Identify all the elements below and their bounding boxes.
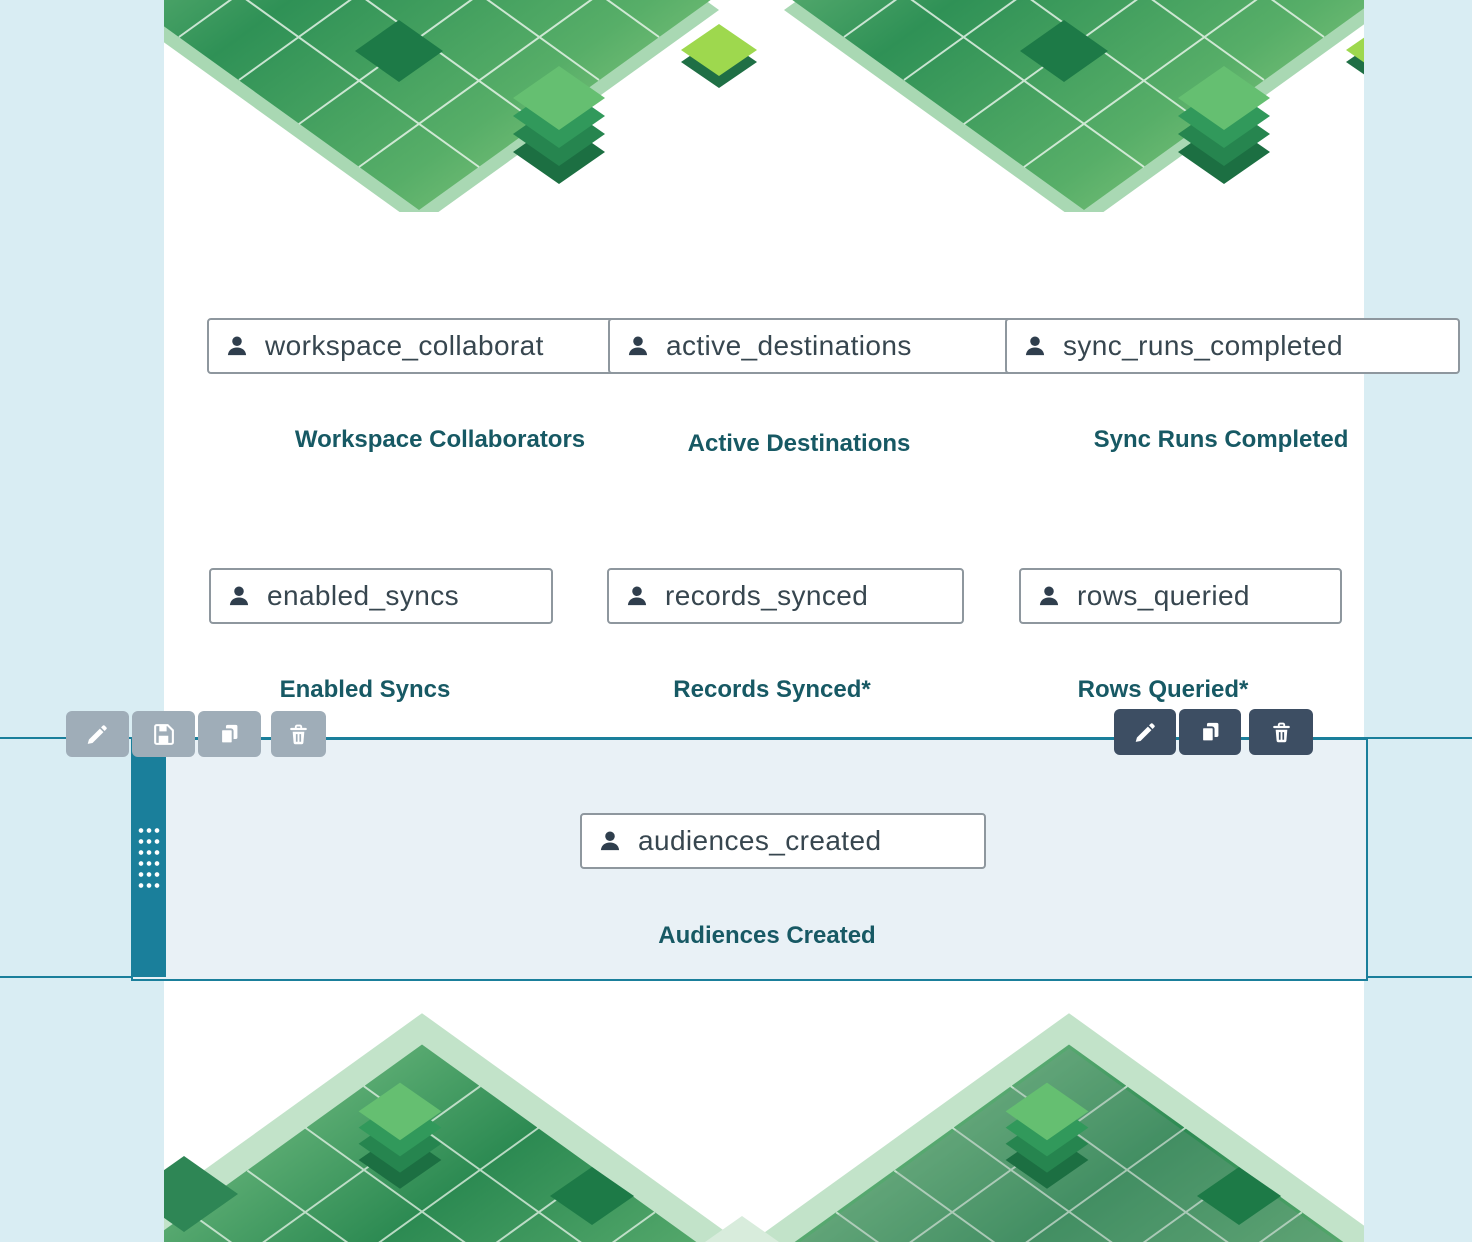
metric-label-audiences-created: Audiences Created — [658, 922, 876, 949]
module-toolbar — [1114, 709, 1313, 755]
drag-dots-icon — [136, 824, 161, 891]
merge-tag-text: audiences_created — [638, 825, 882, 856]
edit-button[interactable] — [66, 711, 129, 757]
edit-button[interactable] — [1114, 709, 1176, 755]
merge-tag-chip-records-synced[interactable]: records_synced — [607, 568, 964, 624]
trash-icon — [1269, 720, 1294, 745]
row-drag-handle[interactable] — [131, 738, 166, 977]
floppy-icon — [151, 722, 176, 747]
row-toolbar-cluster — [66, 711, 261, 757]
metric-label-rows-queried: Rows Queried* — [1077, 676, 1249, 703]
header-illustration — [164, 0, 1364, 212]
person-icon — [1036, 583, 1062, 609]
email-content-area: workspace_collaborat active_destinations… — [164, 0, 1460, 1242]
duplicate-icon — [1198, 720, 1223, 745]
person-icon — [224, 333, 250, 359]
delete-button[interactable] — [271, 711, 326, 757]
merge-tag-chip-audiences-created[interactable]: audiences_created — [580, 813, 986, 869]
selected-row[interactable]: audiences_created Audiences Created — [131, 738, 1368, 981]
merge-tag-text: enabled_syncs — [267, 580, 459, 611]
footer-illustration — [164, 1013, 1364, 1242]
merge-tag-chip-workspace-collaborators[interactable]: workspace_collaborat — [207, 318, 642, 374]
metric-label-enabled-syncs: Enabled Syncs — [279, 676, 451, 703]
copy-button[interactable] — [198, 711, 261, 757]
merge-tag-text: active_destinations — [666, 330, 912, 361]
person-icon — [597, 828, 623, 854]
merge-tag-text: sync_runs_completed — [1063, 330, 1343, 361]
metric-label-sync-runs-completed: Sync Runs Completed — [1093, 426, 1349, 453]
person-icon — [624, 583, 650, 609]
duplicate-icon — [217, 722, 242, 747]
merge-tag-chip-active-destinations[interactable]: active_destinations — [608, 318, 1022, 374]
merge-tag-text: workspace_collaborat — [265, 330, 544, 361]
pencil-icon — [1133, 720, 1158, 745]
merge-tag-chip-sync-runs-completed[interactable]: sync_runs_completed — [1005, 318, 1460, 374]
merge-tag-text: records_synced — [665, 580, 869, 611]
person-icon — [625, 333, 651, 359]
metric-label-workspace-collaborators: Workspace Collaborators — [294, 426, 586, 453]
save-button[interactable] — [132, 711, 195, 757]
delete-button[interactable] — [1249, 709, 1313, 755]
person-icon — [226, 583, 252, 609]
merge-tag-text: rows_queried — [1077, 580, 1250, 611]
copy-button[interactable] — [1179, 709, 1241, 755]
metric-label-records-synced: Records Synced* — [673, 676, 871, 703]
metric-label-active-destinations: Active Destinations — [687, 430, 911, 457]
row-toolbar — [66, 711, 326, 757]
merge-tag-chip-rows-queried[interactable]: rows_queried — [1019, 568, 1342, 624]
merge-tag-chip-enabled-syncs[interactable]: enabled_syncs — [209, 568, 553, 624]
person-icon — [1022, 333, 1048, 359]
trash-icon — [286, 722, 311, 747]
module-toolbar-cluster — [1114, 709, 1241, 755]
pencil-icon — [85, 722, 110, 747]
